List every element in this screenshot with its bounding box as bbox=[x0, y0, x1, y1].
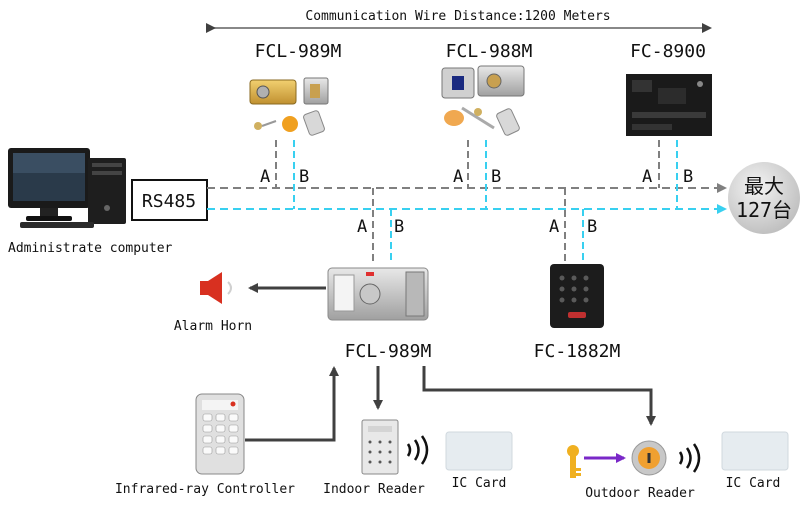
indoor-reader-label: Indoor Reader bbox=[323, 482, 425, 497]
electric-lock-icon bbox=[441, 65, 525, 99]
wire-label-a: A bbox=[549, 217, 559, 237]
ic-card-icon bbox=[445, 431, 513, 471]
distance-indicator: Communication Wire Distance:1200 Meters bbox=[206, 9, 712, 33]
wire-label-a: A bbox=[357, 217, 367, 237]
remote-icon bbox=[496, 108, 520, 136]
max-label-line1: 最大 bbox=[744, 174, 784, 198]
alarm-horn-label: Alarm Horn bbox=[174, 319, 252, 334]
key-icon bbox=[567, 445, 581, 478]
controller-board-icon bbox=[626, 74, 712, 136]
remote-icon bbox=[195, 393, 245, 475]
ir-controller-label: Infrared-ray Controller bbox=[115, 482, 295, 497]
electric-lock-icon bbox=[327, 267, 429, 321]
wireless-icon bbox=[678, 443, 701, 473]
ic-card-icon bbox=[721, 431, 789, 471]
device-name-fcl989m-middle: FCL-989M bbox=[345, 341, 432, 362]
device-name-fc1882m: FC-1882M bbox=[534, 341, 621, 362]
card-reader-icon bbox=[361, 419, 399, 475]
arrow-from-controller bbox=[245, 366, 339, 442]
distance-label: Communication Wire Distance:1200 Meters bbox=[305, 9, 610, 24]
wire-label-b: B bbox=[394, 217, 404, 237]
bus-line-b bbox=[207, 140, 727, 262]
card-reader-icon bbox=[631, 440, 667, 476]
wire-label-b: B bbox=[683, 167, 693, 187]
device-name-fcl988m: FCL-988M bbox=[446, 41, 533, 62]
keys-icon bbox=[254, 116, 298, 132]
rs485-label: RS485 bbox=[142, 191, 196, 212]
device-name-fcl989m-top: FCL-989M bbox=[255, 41, 342, 62]
remote-icon bbox=[303, 110, 325, 136]
wire-label-a: A bbox=[260, 167, 270, 187]
rs485-box: RS485 bbox=[131, 179, 208, 221]
ic-card-label-2: IC Card bbox=[726, 476, 781, 491]
wire-label-a: A bbox=[453, 167, 463, 187]
card-reader-icon bbox=[550, 264, 604, 328]
electric-lock-icon bbox=[249, 77, 329, 105]
max-devices-badge: 最大 127台 bbox=[728, 162, 800, 234]
bus-line-a bbox=[207, 140, 727, 262]
outdoor-reader-label: Outdoor Reader bbox=[585, 486, 695, 501]
arrow-to-outdoor-reader bbox=[422, 366, 656, 426]
admin-computer-label: Administrate computer bbox=[8, 241, 173, 256]
alarm-horn-icon bbox=[200, 272, 232, 304]
wireless-icon bbox=[406, 435, 429, 465]
wire-labels: A B A B A B A B A B bbox=[260, 167, 693, 237]
computer-icon bbox=[8, 148, 126, 228]
wire-label-b: B bbox=[587, 217, 597, 237]
wire-label-a: A bbox=[642, 167, 652, 187]
wire-label-b: B bbox=[299, 167, 309, 187]
wire-label-b: B bbox=[491, 167, 501, 187]
keys-icon bbox=[444, 106, 495, 130]
max-label-line2: 127台 bbox=[736, 198, 792, 222]
device-name-fc8900: FC-8900 bbox=[630, 41, 706, 62]
ic-card-label-1: IC Card bbox=[452, 476, 507, 491]
